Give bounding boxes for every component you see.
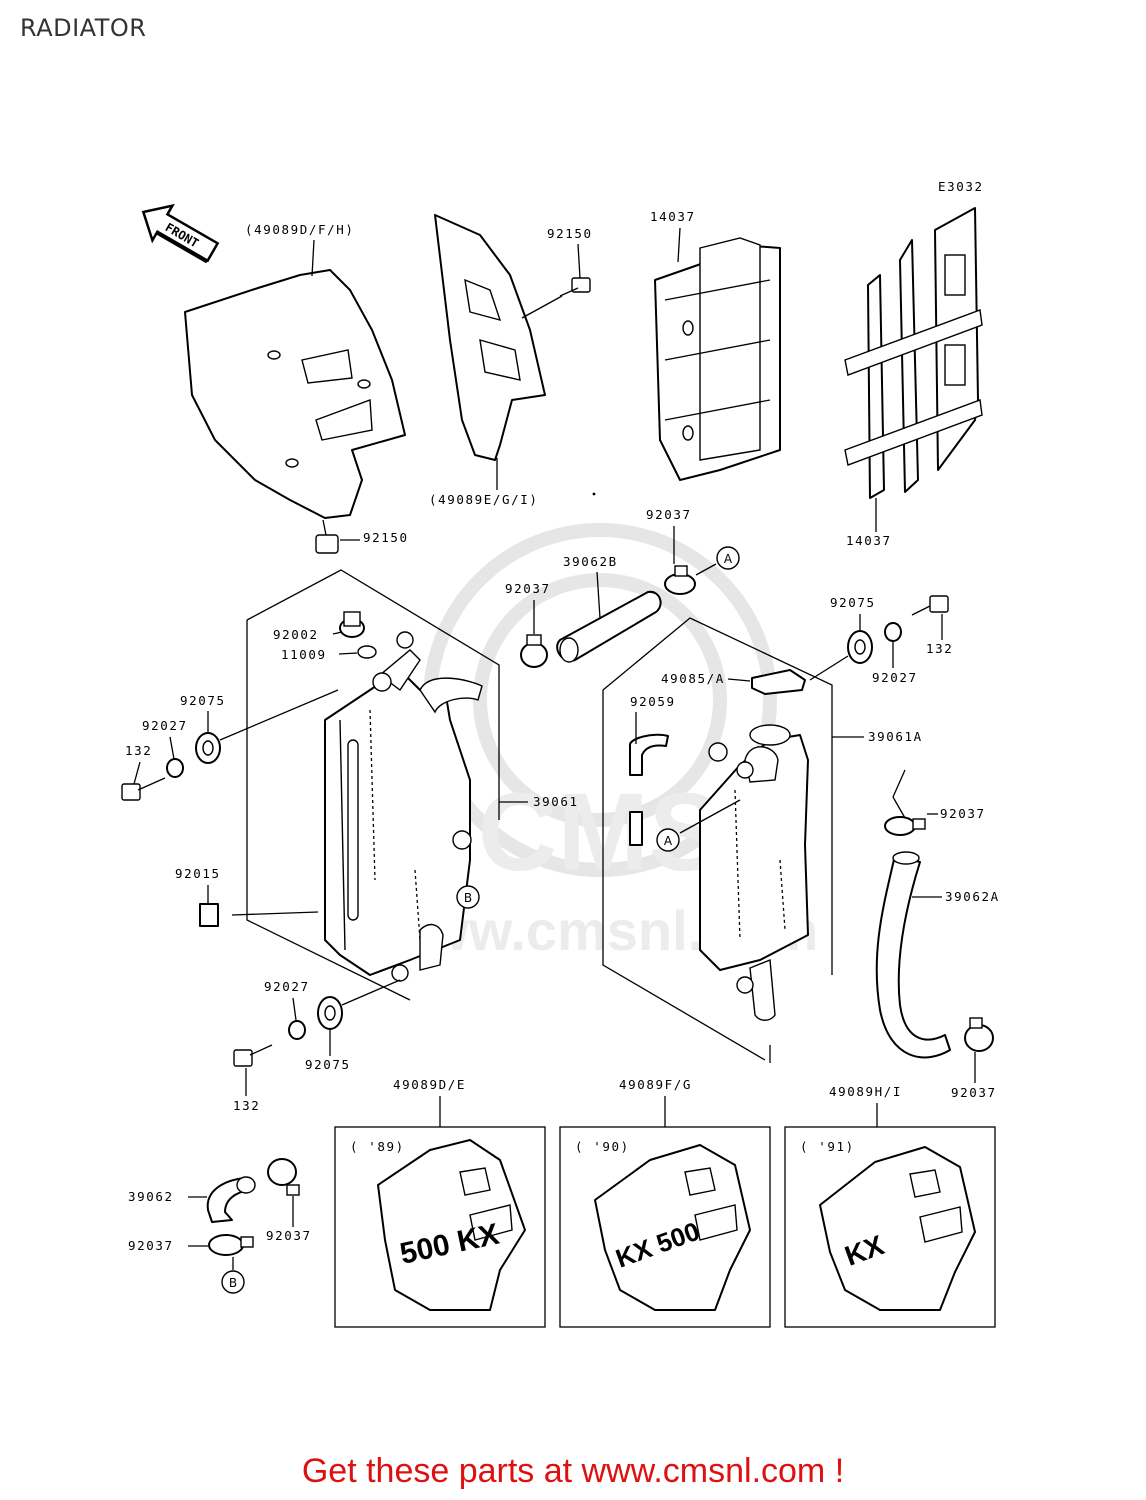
svg-text:A: A	[724, 552, 733, 566]
label-collar-right-top: 92027	[872, 670, 918, 685]
svg-text:B: B	[464, 891, 472, 905]
diagram-code: E3032	[938, 179, 984, 194]
marker-a-top: A	[716, 546, 740, 570]
svg-text:B: B	[229, 1276, 237, 1290]
bolt-132-left-icon	[121, 777, 166, 801]
label-bolt-right-top: 132	[926, 641, 953, 656]
hose-clamp-right-mid-icon	[884, 816, 926, 836]
hose-clamp-b-icon	[208, 1234, 254, 1256]
label-clamp-a-top: 92037	[646, 507, 692, 522]
hose-39062b	[556, 590, 662, 663]
label-shroud-left: (49089D/F/H)	[245, 222, 355, 237]
label-clamp-right-bottom: 92037	[951, 1085, 997, 1100]
footer-link[interactable]: Get these parts at www.cmsnl.com !	[301, 1452, 845, 1490]
variant-2-part-label: 49089F/G	[619, 1077, 692, 1092]
grommet-92075-bottom-icon	[317, 996, 343, 1030]
gasket-icon	[357, 645, 377, 659]
label-gasket: 11009	[281, 647, 327, 662]
watermark-text: CMS	[478, 771, 722, 894]
label-grommet-left: 92075	[180, 693, 226, 708]
hose-92059	[629, 733, 669, 846]
variant-2-year: ( '90)	[575, 1139, 630, 1154]
label-bolt-bottom: 132	[233, 1098, 260, 1113]
label-bolt-top: 92150	[547, 226, 593, 241]
label-hose-39062: 39062	[128, 1189, 174, 1204]
label-clamp-b-small: 92037	[266, 1228, 312, 1243]
marker-b-bottom: B	[221, 1270, 245, 1294]
cover-49085-icon	[751, 669, 806, 695]
bolt-132-bottom-icon	[233, 1044, 273, 1067]
label-radiator-left: 39061	[533, 794, 579, 809]
radiator-shroud-right	[434, 214, 546, 461]
svg-text:A: A	[664, 834, 673, 848]
hose-39062a	[875, 851, 951, 1059]
label-hose-b: 39062B	[563, 554, 618, 569]
variant-1-year: ( '89)	[350, 1139, 405, 1154]
marker-a-radiator: A	[656, 828, 680, 852]
hose-clamp-right-bottom-icon	[964, 1017, 994, 1052]
collar-92027-right-icon	[884, 622, 902, 642]
hose-clamp-left-icon	[520, 634, 548, 668]
variant-box-1: 49089D/E ( '89) 500 KX	[334, 1077, 546, 1328]
label-hose-a: 39062A	[945, 889, 1000, 904]
variant-box-2: 49089F/G ( '90) KX 500	[559, 1077, 771, 1328]
label-cover-49085: 49085/A	[661, 671, 725, 686]
variant-1-part-label: 49089D/E	[393, 1077, 466, 1092]
label-clamp-left-hose: 92037	[505, 581, 551, 596]
label-bolt-left: 132	[125, 743, 152, 758]
label-grommet-right-top: 92075	[830, 595, 876, 610]
label-cap: 92002	[273, 627, 319, 642]
hose-clamp-a-top-icon	[664, 565, 696, 595]
label-guard-bottom: 14037	[846, 533, 892, 548]
hose-clamp-small-icon	[267, 1158, 300, 1196]
label-clamp-b-left: 92037	[128, 1238, 174, 1253]
radiator-guard-center	[654, 237, 781, 481]
variant-box-3: 49089H/I ( '91) KX	[784, 1084, 996, 1328]
page-title: RADIATOR	[20, 14, 147, 42]
label-collar-bottom: 92027	[264, 979, 310, 994]
collar-92027-bottom-icon	[288, 1020, 306, 1040]
radiator-shroud-left	[184, 269, 406, 519]
marker-b-radiator: B	[456, 885, 480, 909]
variant-3-part-label: 49089H/I	[829, 1084, 902, 1099]
label-guard-top: 14037	[650, 209, 696, 224]
radiator-cap-icon	[339, 611, 365, 638]
label-grommet-bottom: 92075	[305, 1057, 351, 1072]
label-clip: 92015	[175, 866, 221, 881]
label-clamp-right-mid: 92037	[940, 806, 986, 821]
radiator-left	[246, 569, 500, 1001]
hose-39062	[206, 1176, 256, 1223]
clip-92015-icon	[199, 903, 219, 927]
radiator-guard-lattice	[844, 207, 983, 499]
front-arrow-icon: FRONT	[141, 203, 220, 264]
grommet-92075-right-icon	[847, 630, 873, 664]
label-radiator-right: 39061A	[868, 729, 923, 744]
grommet-92075-left-icon	[195, 732, 221, 764]
bolt-92150-top-icon	[559, 277, 591, 297]
radiator-right	[602, 617, 833, 1063]
label-bolt-shroud: 92150	[363, 530, 409, 545]
label-shroud-right: (49089E/G/I)	[429, 492, 539, 507]
label-collar-left: 92027	[142, 718, 188, 733]
variant-3-year: ( '91)	[800, 1139, 855, 1154]
label-hose-92059: 92059	[630, 694, 676, 709]
bolt-92150-shroud-icon	[315, 519, 339, 554]
collar-92027-left-icon	[166, 758, 184, 778]
bolt-132-right-icon	[911, 595, 949, 616]
